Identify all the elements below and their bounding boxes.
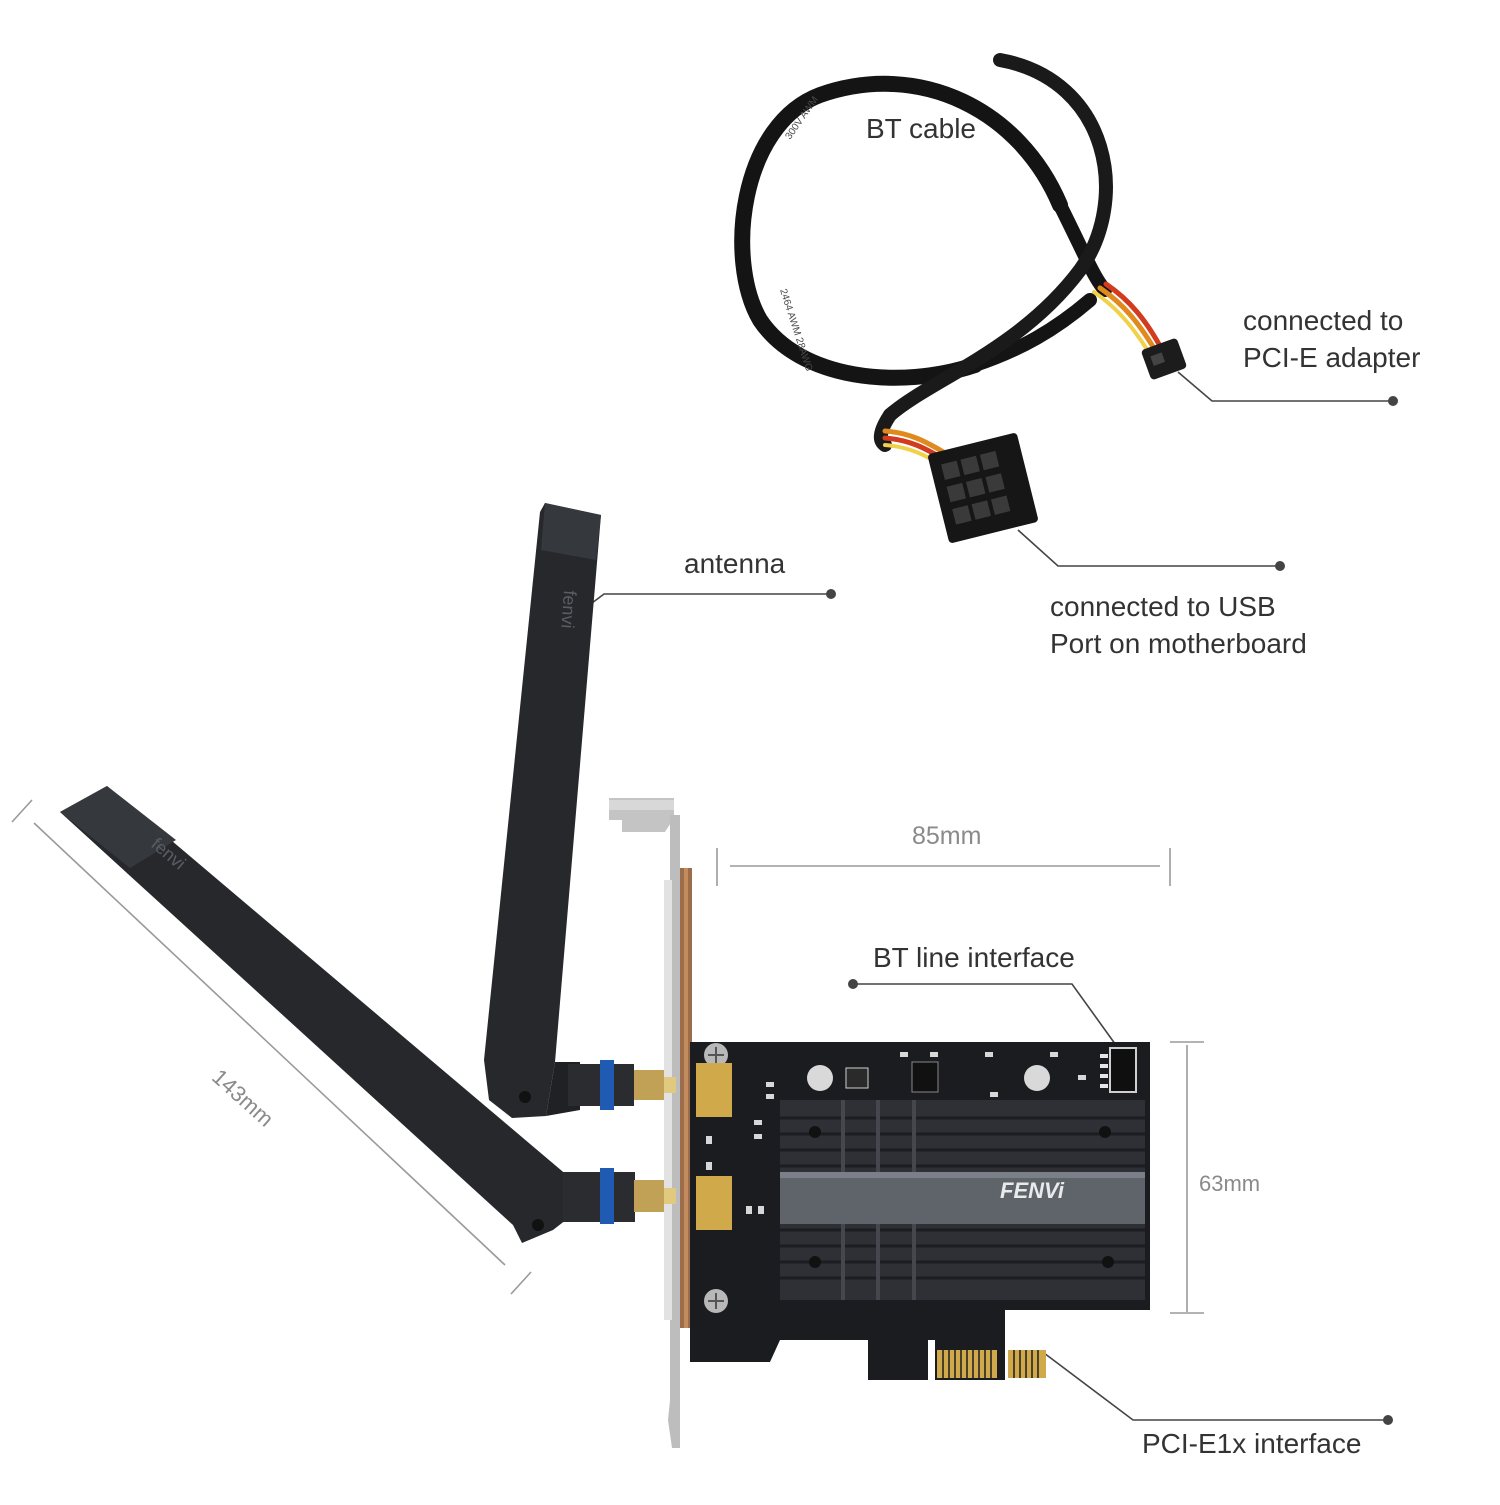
capacitor-2 [1024, 1065, 1050, 1091]
capacitor-1 [807, 1065, 833, 1091]
dot-antenna [826, 589, 836, 599]
cable-print: 2464 AWM 28AWG 300V AWM [777, 95, 821, 373]
leader-pcie-adapter [1177, 371, 1393, 402]
pci-bracket [609, 798, 692, 1448]
dim-width-label: 85mm [912, 822, 982, 850]
label-usb-port-line1: connected to USB [1050, 591, 1276, 622]
bt-adapter-connector [1141, 338, 1187, 380]
dimension-lines [11, 799, 1204, 1314]
antenna-brand-logo-vertical: fenvi [557, 590, 580, 629]
leader-antenna [587, 593, 831, 607]
dot-bt-line [848, 979, 858, 989]
bt-line-header [1109, 1047, 1137, 1093]
dot-usb-port [1275, 561, 1285, 571]
dim-antenna-line [33, 822, 506, 1266]
pcie-card [690, 1042, 1150, 1380]
label-bt-cable: BT cable [866, 113, 976, 144]
leader-usb-port [1017, 529, 1280, 567]
label-pcie-adapter-line1: connected to [1243, 305, 1404, 336]
bt-cable [734, 53, 1163, 469]
antenna-pad-bottom [696, 1176, 732, 1230]
dot-pcie-1x [1383, 1415, 1393, 1425]
label-antenna: antenna [684, 548, 786, 579]
antenna-pad-top [696, 1063, 732, 1117]
dot-pcie-adapter [1388, 396, 1398, 406]
usb-header-connector [928, 433, 1038, 543]
label-bt-line-interface: BT line interface [873, 942, 1075, 973]
antenna-angled [60, 786, 676, 1243]
leader-pcie-1x [1043, 1352, 1388, 1421]
dim-height-label: 63mm [1199, 1171, 1261, 1196]
heatsink-band [780, 1172, 1145, 1224]
antenna-vertical [484, 503, 676, 1118]
label-usb-port-line2: Port on motherboard [1050, 628, 1307, 659]
leader-dots [826, 396, 1398, 1425]
card-brand-logo: FENVi [1000, 1178, 1065, 1203]
label-pcie-adapter-line2: PCI-E adapter [1243, 342, 1421, 373]
leader-bt-line [853, 983, 1119, 1049]
label-pcie-1x-interface: PCI-E1x interface [1142, 1428, 1362, 1459]
